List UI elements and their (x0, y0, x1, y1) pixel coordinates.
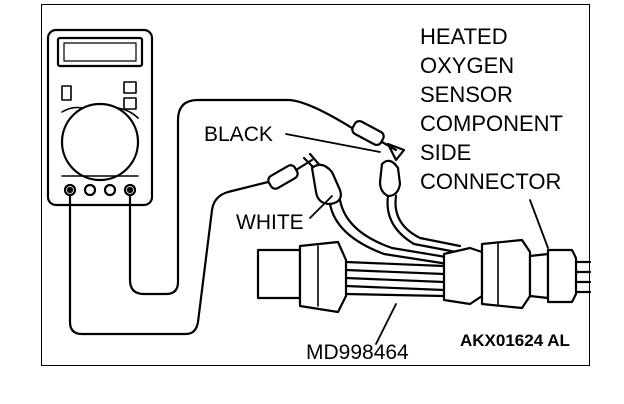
sensor-title-line-4: COMPONENT (420, 111, 563, 136)
black-wire-label: BLACK (204, 123, 273, 146)
black-clip (378, 159, 402, 198)
harness-adapter (256, 238, 532, 314)
figure-code: AKX01624 AL (460, 331, 570, 350)
test-lead-right (128, 98, 354, 296)
probe-wires (328, 194, 462, 266)
white-probe (267, 152, 324, 190)
connector-leader (529, 199, 549, 249)
sensor-title-line-6: CONNECTOR (420, 169, 562, 194)
sensor-title-line-3: SENSOR (420, 82, 513, 107)
test-lead-left (68, 180, 270, 336)
leader-lines (285, 133, 549, 345)
black-probe (351, 119, 406, 162)
black-leader (285, 133, 381, 153)
sensor-title-line-2: OXYGEN (420, 53, 515, 78)
tool-number-label: MD998464 (306, 341, 409, 364)
sensor-connector (528, 248, 592, 304)
tool-leader (375, 303, 397, 345)
sensor-title-line-1: HEATED (420, 24, 508, 49)
multimeter (46, 28, 154, 207)
white-wire-label: WHITE (236, 211, 304, 234)
sensor-title-line-5: SIDE (420, 140, 472, 165)
white-clip (310, 163, 342, 206)
white-leader (309, 195, 333, 219)
